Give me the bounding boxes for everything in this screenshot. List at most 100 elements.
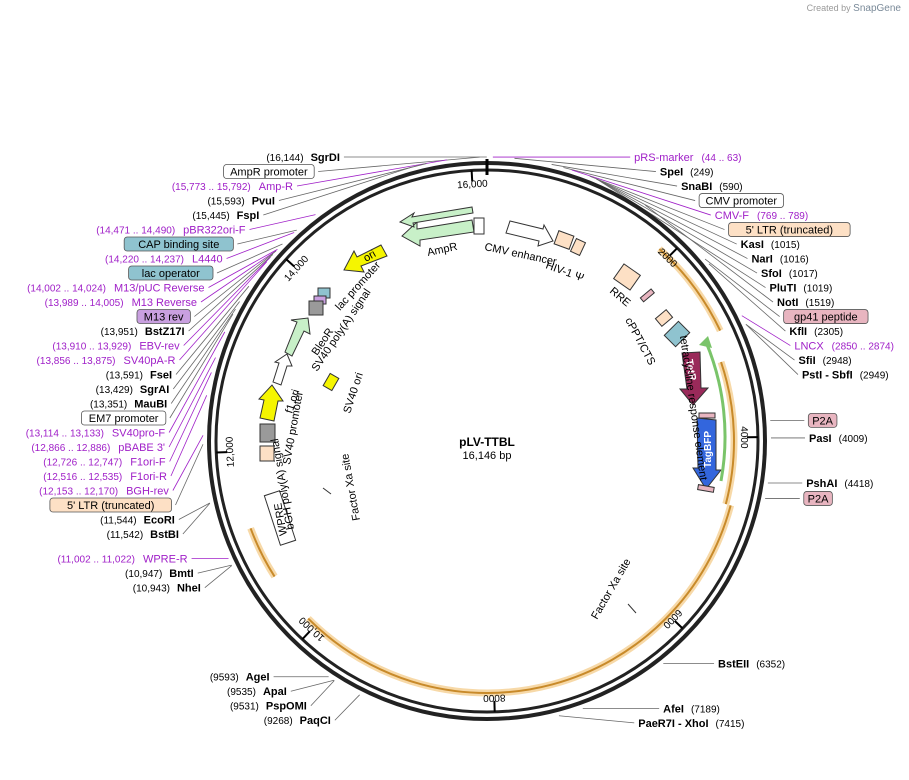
callout-text: gp41 peptide xyxy=(794,312,858,324)
feature-bleor-arrow xyxy=(284,317,311,357)
callout-text: 5' LTR (truncated) xyxy=(67,500,154,512)
enzyme-leader-line xyxy=(197,564,232,574)
enzyme-position: (4009) xyxy=(839,434,868,445)
enzyme-afei: AfeI(7189) xyxy=(663,703,720,715)
enzyme-name: FseI xyxy=(150,370,172,382)
primer-name: Amp-R xyxy=(259,181,293,193)
enzyme-position: (10,943) xyxy=(133,584,170,595)
callout-box xyxy=(123,236,234,252)
primer-sv40pa-r: (13,856 .. 13,875)SV40pA-R xyxy=(37,355,176,367)
enzyme-name: BstEII xyxy=(718,659,749,671)
callout-leader-line xyxy=(169,313,234,419)
enzyme-label: (16,144)SgrDI xyxy=(266,152,340,164)
callout-text: 5' LTR (truncated) xyxy=(746,225,833,237)
enzyme-label: (13,429)SgrAI xyxy=(96,384,170,396)
enzyme-label: (15,593)PvuI xyxy=(207,196,274,208)
enzyme-position: (1519) xyxy=(805,298,834,309)
enzyme-label: (13,351)MauBI xyxy=(90,399,167,411)
enzyme-name: PaqCI xyxy=(300,715,331,727)
enzyme-name: SgrAI xyxy=(140,384,169,396)
primer-leader-line xyxy=(208,248,278,288)
callout-text: lac operator xyxy=(142,268,200,280)
callout-box xyxy=(803,491,833,506)
feature-label-sv40-promoter: SV40 promoter xyxy=(281,390,306,465)
feature-cmv-enhancer-arrow xyxy=(505,220,554,247)
tick-mark xyxy=(668,247,678,257)
primer-name: LNCX xyxy=(794,341,824,353)
enzyme-leader-line xyxy=(745,324,799,375)
enzyme-noti: NotI (1519) xyxy=(777,297,834,309)
enzyme-label: KflI(2305) xyxy=(789,326,843,338)
primer-range: (15,773 .. 15,792) xyxy=(172,182,251,193)
enzyme-name: SgrDI xyxy=(311,152,340,164)
tick-label: 16,000 xyxy=(457,179,489,192)
enzyme-name: NotI xyxy=(777,297,798,309)
primer-label: (12,866 .. 12,886)pBABE 3' xyxy=(31,442,165,454)
primer-name: EBV-rev xyxy=(139,341,180,353)
enzyme-label: (15,445)FspI xyxy=(192,210,259,222)
enzyme-name: BstBI xyxy=(150,529,179,541)
center-title: pLV-TTBL 16,146 bp xyxy=(459,435,515,462)
annotation-lines xyxy=(168,156,805,724)
primer-name: BGH-rev xyxy=(126,486,169,498)
enzyme-leader-line xyxy=(182,502,211,535)
primer-f1ori-f: (12,726 .. 12,747)F1ori-F xyxy=(43,457,166,469)
primer-label: (13,989 .. 14,005)M13 Reverse xyxy=(45,297,197,309)
enzyme-label: SfoI(1017) xyxy=(761,268,818,280)
feature-cppt-box xyxy=(654,308,674,328)
primer-leader-line xyxy=(168,357,216,448)
primer-range: (13,856 .. 13,875) xyxy=(37,356,116,367)
enzyme-nhei: (10,943)NheI xyxy=(133,583,201,595)
primer-label: (13,856 .. 13,875)SV40pA-R xyxy=(37,355,176,367)
feature-label-cppt: cPPT/CTS xyxy=(622,316,657,368)
enzyme-position: (9531) xyxy=(230,702,259,713)
enzyme-name: PaeR7I - XhoI xyxy=(638,718,708,730)
callout-box xyxy=(223,164,315,179)
enzyme-leader-line xyxy=(204,565,233,588)
tick-mark xyxy=(674,620,684,630)
primer-range: (11,002 .. 11,022) xyxy=(57,555,134,566)
enzyme-leader-line xyxy=(596,178,758,274)
enzyme-pshai: PshAI(4418) xyxy=(806,478,873,490)
enzyme-label: PasI(4009) xyxy=(809,433,868,445)
enzyme-position: (2948) xyxy=(823,356,852,367)
feature-ampr-arrow xyxy=(401,219,475,247)
enzyme-name: KflI xyxy=(789,326,807,338)
callout-leader-line xyxy=(589,175,725,230)
enzyme-leader-line xyxy=(310,680,335,707)
orange-feature-arcs xyxy=(247,246,738,697)
feature-callout-p2a: P2A xyxy=(803,491,833,506)
callout-box xyxy=(728,222,851,237)
primer-range: (769 .. 789) xyxy=(757,211,808,222)
feature-label-ampr: AmpR xyxy=(426,241,458,259)
enzyme-label: PluTI(1019) xyxy=(770,283,833,295)
enzyme-position: (1015) xyxy=(771,240,800,251)
primer-label: (14,471 .. 14,490)pBR322ori-F xyxy=(96,225,246,237)
enzyme-label: (13,591)FseI xyxy=(106,370,172,382)
primer-pbr322ori-f: (14,471 .. 14,490)pBR322ori-F xyxy=(96,225,246,237)
enzyme-ecori: (11,544)EcoRI xyxy=(100,515,175,527)
primer-leader-line xyxy=(741,315,791,346)
enzyme-label: (13,951)BstZ17I xyxy=(101,326,185,338)
enzyme-maubi: (13,351)MauBI xyxy=(90,399,167,411)
primer-name: SV40pro-F xyxy=(112,428,165,440)
enzyme-label: (10,947)BmtI xyxy=(125,568,194,580)
feature-sv40promoter-arrow xyxy=(272,353,293,386)
primer-leader-line xyxy=(169,372,212,462)
enzyme-name: PshAI xyxy=(806,478,837,490)
primer-leader-line xyxy=(179,261,268,361)
feature-callout-ampr-promoter: AmpR promoter xyxy=(223,164,315,179)
callout-leader-line xyxy=(318,156,480,172)
enzyme-position: (1016) xyxy=(780,255,809,266)
feature-ltr-box xyxy=(259,445,275,462)
feature-label-factorxa-right: Factor Xa site xyxy=(589,557,633,622)
feature-ampr-promoter-box xyxy=(473,217,485,235)
feature-sv40pa-box xyxy=(308,300,324,316)
primer-range: (13,114 .. 13,133) xyxy=(26,429,104,440)
primer-name: M13 Reverse xyxy=(132,297,197,309)
enzyme-position: (6352) xyxy=(756,660,785,671)
enzyme-label: KasI(1015) xyxy=(741,239,800,251)
orange-arc-wpre-region xyxy=(249,527,276,578)
primer-name: WPRE-R xyxy=(143,554,188,566)
enzyme-fsei: (13,591)FseI xyxy=(106,370,172,382)
